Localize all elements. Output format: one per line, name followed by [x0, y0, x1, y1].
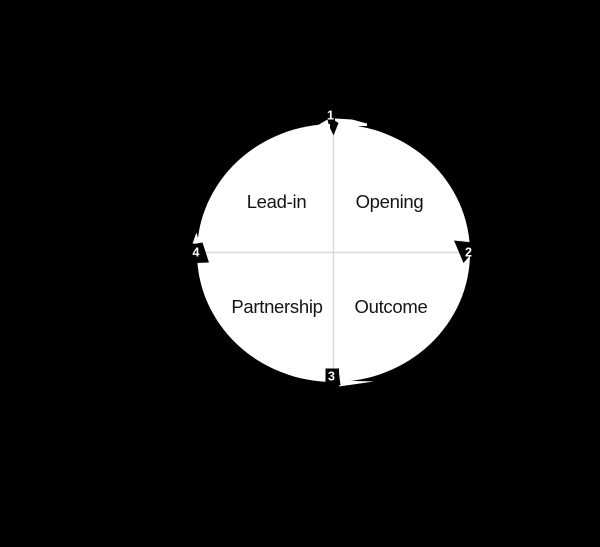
quadrant-label-lead-in: Lead-in [247, 191, 307, 212]
step-arrow-4 [194, 242, 209, 263]
arc-step-left [192, 232, 200, 244]
step-number-4: 4 [193, 246, 200, 260]
quadrant-label-opening: Opening [356, 191, 424, 212]
step-number-1: 1 [327, 109, 334, 123]
step-number-3: 3 [328, 370, 335, 384]
step-arrow-3 [324, 368, 341, 386]
step-number-2: 2 [465, 246, 472, 260]
arc-step-top-right [335, 118, 367, 126]
quadrant-label-outcome: Outcome [355, 296, 428, 317]
arc-step-bottom-right [339, 380, 374, 387]
arc-step-top-left [313, 119, 330, 131]
quadrant-label-partnership: Partnership [231, 296, 322, 317]
step-arrow-2 [454, 240, 473, 263]
step-arrow-1 [330, 117, 339, 136]
